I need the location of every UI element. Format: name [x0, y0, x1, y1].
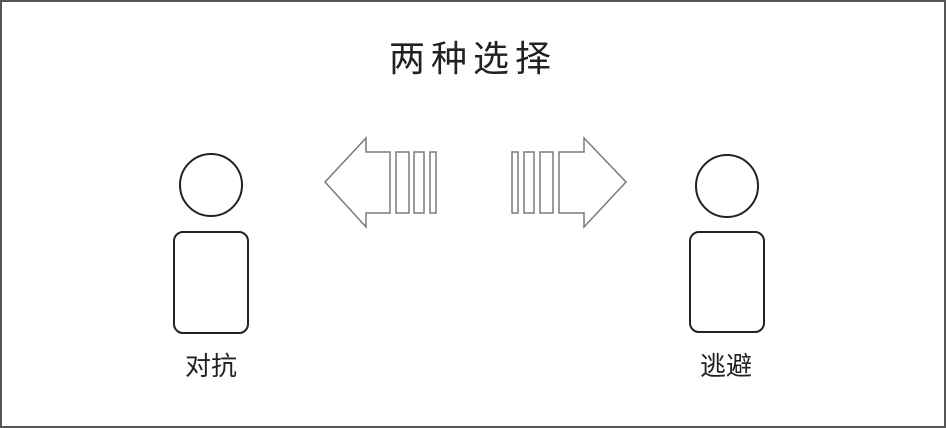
arrow-left	[323, 136, 437, 229]
person-body-left	[173, 231, 249, 334]
arrow-right-head	[558, 136, 628, 229]
arrow-right-stripe-2	[523, 151, 535, 214]
arrow-left-stripe-2	[413, 151, 425, 214]
arrow-left-stripe-3	[429, 151, 437, 214]
label-confront: 对抗	[184, 352, 237, 382]
diagram-title: 两种选择	[388, 39, 557, 80]
arrow-right-stripe-3	[539, 151, 554, 214]
arrow-left-stripe-1	[395, 151, 410, 214]
arrow-left-head	[323, 136, 391, 229]
person-head-left	[179, 153, 243, 217]
arrow-right-stripe-1	[511, 151, 519, 214]
person-figure-right	[689, 154, 765, 333]
person-figure-left	[173, 153, 249, 334]
person-head-right	[695, 154, 759, 218]
arrow-right	[511, 136, 628, 229]
person-body-right	[689, 231, 765, 333]
label-escape: 逃避	[699, 352, 752, 382]
